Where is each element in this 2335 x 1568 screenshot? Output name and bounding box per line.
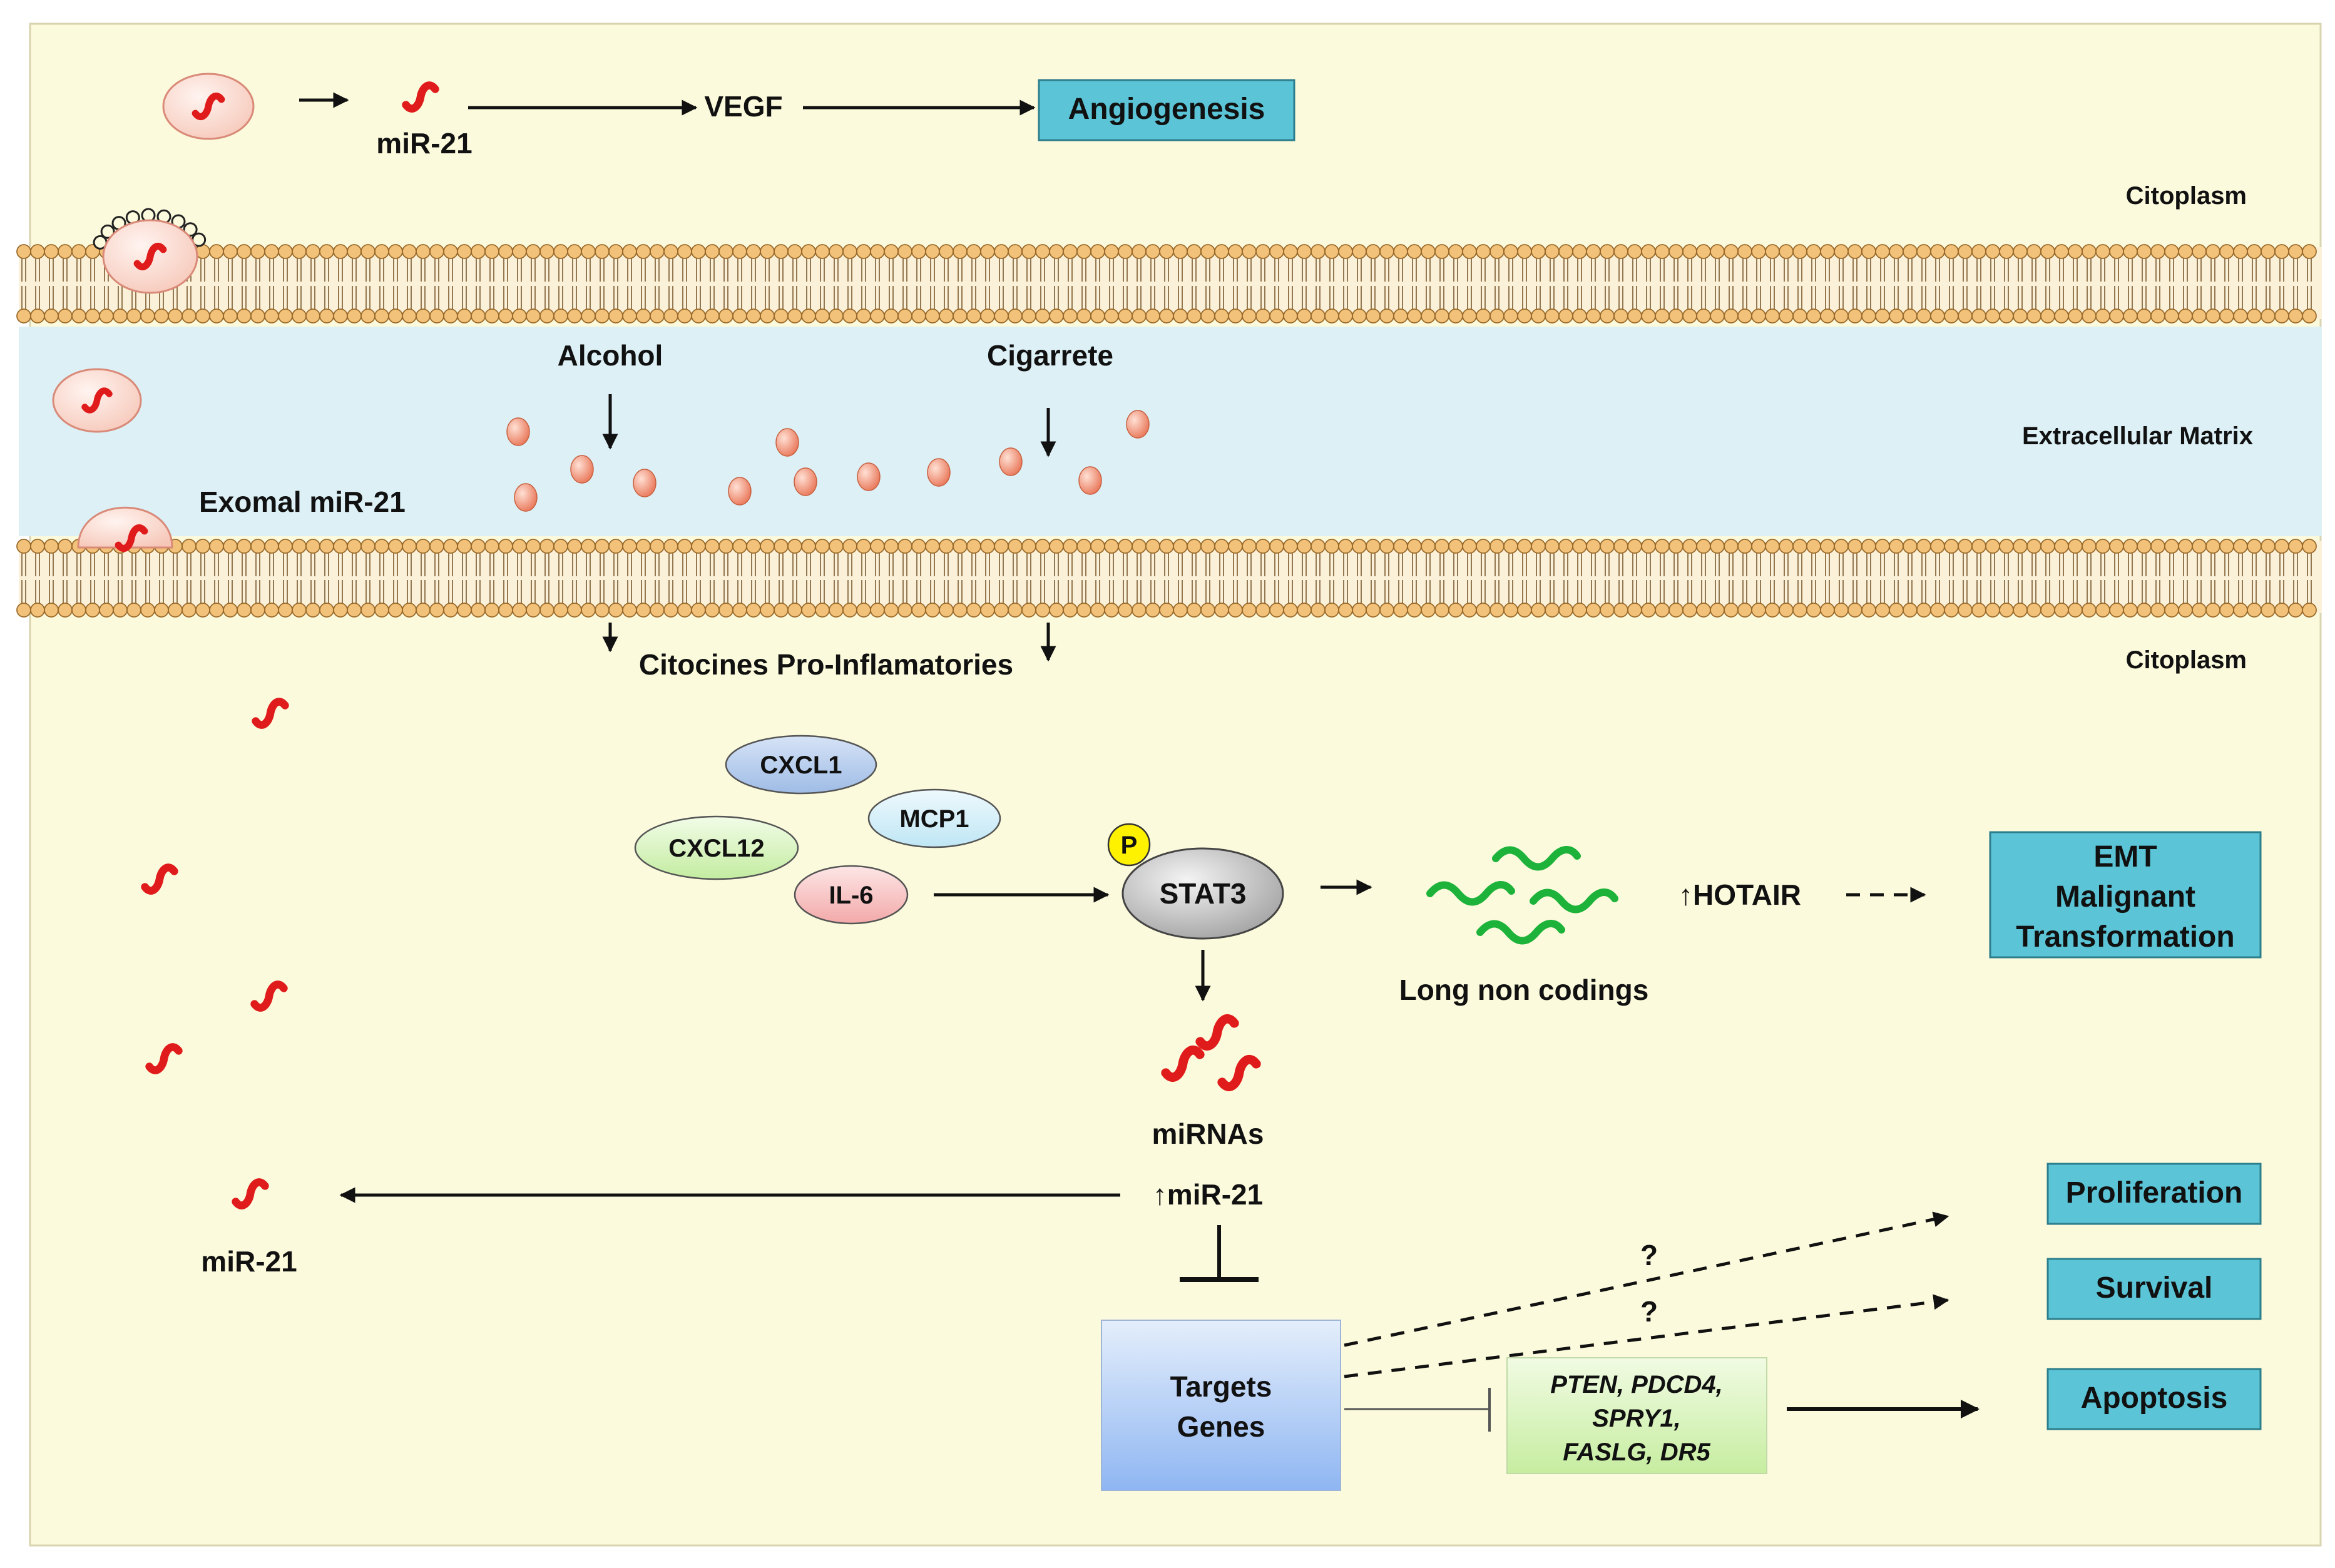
toxin-droplet	[1126, 410, 1150, 439]
emt-line2: Malignant	[2055, 880, 2195, 914]
stat3-label: STAT3	[1160, 877, 1247, 910]
proliferation-label: Proliferation	[2066, 1176, 2243, 1209]
arrow-to-proliferation	[1344, 1211, 1949, 1347]
survival-box	[2046, 1258, 2262, 1320]
toxin-droplets	[506, 410, 1150, 512]
cytoplasm-border	[29, 23, 2322, 1547]
top-mir21-label: miR-21	[376, 127, 472, 160]
apoptosis-box	[2046, 1368, 2262, 1430]
targets-line2: Genes	[1177, 1410, 1265, 1443]
emt-line1: EMT	[2093, 840, 2157, 873]
long-non-codings-label: Long non codings	[1399, 974, 1649, 1006]
toxin-droplet	[570, 455, 594, 484]
phospho-circle	[1107, 823, 1151, 867]
vesicle-exocytosis	[93, 208, 207, 294]
citoplasm-top-label: Citoplasm	[2126, 182, 2247, 210]
toxin-droplet	[927, 458, 951, 487]
up-mir21-label: ↑miR-21	[1153, 1178, 1263, 1211]
toxin-droplet	[1078, 466, 1102, 495]
membrane-bottom	[16, 539, 2322, 618]
cxcl1-ellipse	[725, 735, 877, 795]
citocines-label: Citocines Pro-Inflamatories	[639, 648, 1013, 681]
genes-line2: SPRY1,	[1592, 1405, 1681, 1432]
emt-line3: Transformation	[2016, 920, 2234, 954]
alcohol-label: Alcohol	[558, 339, 663, 372]
vesicle-endocytosis	[77, 506, 173, 548]
proliferation-box	[2046, 1163, 2262, 1225]
tumor-suppressor-genes-box	[1506, 1357, 1767, 1474]
targets-genes-box	[1101, 1320, 1341, 1491]
stat3-ellipse	[1122, 847, 1284, 940]
cxcl1-label: CXCL1	[760, 751, 842, 779]
left-mir21-label: miR-21	[201, 1245, 297, 1278]
toxin-droplet	[794, 467, 817, 496]
membrane-top	[16, 244, 2322, 323]
mcp1-ellipse	[867, 788, 1001, 848]
phospho-label: P	[1121, 832, 1138, 859]
survival-label: Survival	[2096, 1271, 2213, 1305]
extracellular-matrix-zone	[19, 327, 2322, 536]
toxin-droplet	[857, 462, 881, 491]
toxin-droplet	[728, 477, 752, 506]
vegf-label: VEGF	[704, 90, 782, 123]
exomal-mir21-label: Exomal miR-21	[199, 486, 406, 518]
mirnas-label: miRNAs	[1152, 1117, 1264, 1150]
toxin-droplet	[999, 447, 1023, 476]
toxin-droplet	[775, 428, 799, 457]
genes-line1: PTEN, PDCD4,	[1550, 1371, 1723, 1398]
question-survival: ?	[1640, 1295, 1658, 1328]
targets-line1: Targets	[1170, 1370, 1272, 1403]
cxcl12-ellipse	[634, 815, 799, 880]
extracellular-matrix-label: Extracellular Matrix	[2022, 422, 2253, 450]
citoplasm-bottom-label: Citoplasm	[2126, 646, 2247, 674]
cigarrete-label: Cigarrete	[987, 339, 1113, 372]
mcp1-label: MCP1	[899, 805, 969, 833]
toxin-droplet	[633, 469, 657, 497]
arrow-to-survival	[1344, 1294, 1949, 1378]
question-proliferation: ?	[1640, 1239, 1658, 1271]
emt-box	[1989, 831, 2262, 959]
il6-label: IL-6	[829, 882, 873, 909]
vesicle-top	[162, 73, 255, 140]
apoptosis-label: Apoptosis	[2081, 1382, 2228, 1415]
hotair-label: ↑HOTAIR	[1678, 878, 1801, 911]
angiogenesis-label: Angiogenesis	[1068, 93, 1265, 126]
cxcl12-label: CXCL12	[668, 835, 764, 862]
toxin-droplet	[506, 417, 530, 446]
genes-line3: FASLG, DR5	[1563, 1438, 1710, 1466]
angiogenesis-box	[1038, 79, 1295, 141]
toxin-droplet	[514, 483, 538, 512]
il6-ellipse	[794, 865, 909, 925]
vesicle-extracellular	[52, 368, 142, 433]
